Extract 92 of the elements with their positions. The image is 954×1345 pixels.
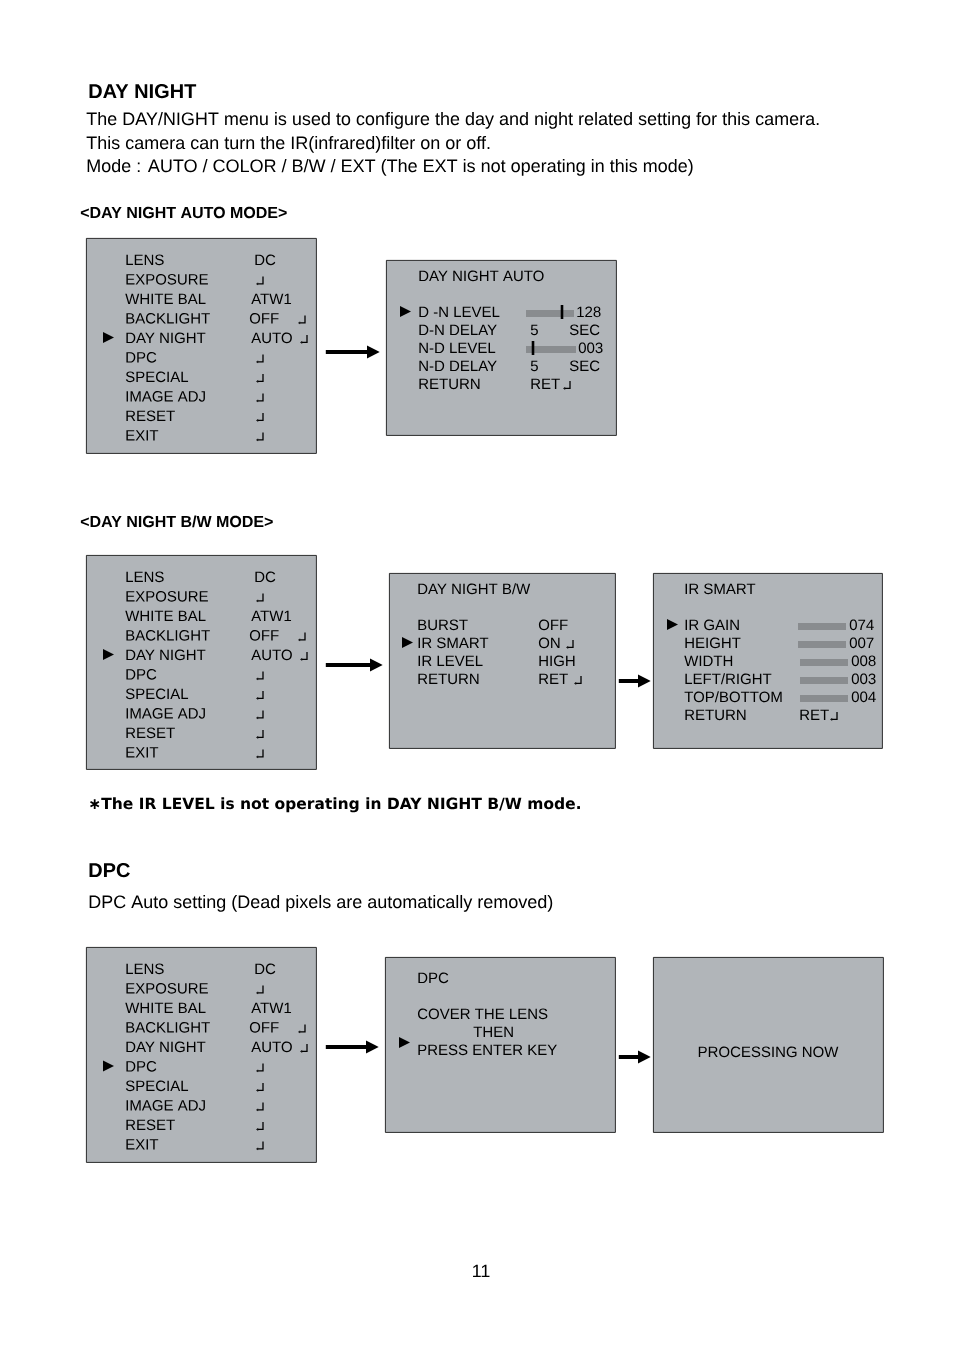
- menu-text: COVER THE LENS: [417, 1008, 548, 1020]
- menu-text: EXPOSURE: [126, 591, 208, 602]
- menu-text: RET: [539, 673, 568, 684]
- menu-text: TOP/BOTTOM: [684, 691, 782, 703]
- menu-text: 074: [849, 619, 874, 631]
- menu-text: EXIT: [126, 1139, 159, 1150]
- menu-text: RETURN: [685, 709, 746, 721]
- menu-text: LEFT/RIGHT: [685, 673, 772, 685]
- menu-text: RET: [800, 709, 829, 720]
- menu-text: DAY NIGHT: [126, 1041, 206, 1053]
- menu-text: EXPOSURE: [126, 983, 208, 994]
- menu-text: 128: [577, 306, 601, 318]
- menu-text: D -N LEVEL: [419, 306, 500, 317]
- menu-text: EXIT: [126, 430, 159, 441]
- body-text: The DAY/NIGHT menu is used to configure the day and night related setting for this camera.: [86, 111, 819, 129]
- menu-text: BACKLIGHT: [126, 1022, 210, 1033]
- menu-text: SPECIAL: [125, 1080, 189, 1092]
- menu-text: OFF: [249, 313, 279, 324]
- menu-text: DPC: [126, 669, 157, 680]
- menu-text: RESET: [126, 410, 175, 422]
- menu-text: AUTO: [251, 1041, 292, 1053]
- menu-text: RESET: [126, 1119, 175, 1131]
- menu-text: DAY NIGHT: [126, 649, 206, 661]
- menu-text: SEC: [569, 360, 600, 372]
- menu-text: IR LEVEL: [418, 655, 483, 666]
- menu-text: WIDTH: [684, 655, 733, 666]
- menu-text: 003: [851, 673, 876, 685]
- menu-text: DC: [255, 571, 276, 583]
- menu-text: 007: [849, 637, 874, 649]
- menu-text: BACKLIGHT: [126, 313, 210, 324]
- body-text: Mode : AUTO / COLOR / B/W / EXT (The EXT is not operating in this mode): [87, 158, 693, 176]
- menu-text: IMAGE ADJ: [126, 391, 205, 402]
- menu-text: DAY NIGHT: [126, 332, 206, 344]
- menu-text: LENS: [126, 963, 164, 975]
- menu-text: THEN: [473, 1026, 513, 1037]
- menu-text: 004: [851, 691, 876, 703]
- menu-text: N-D LEVEL: [419, 342, 496, 353]
- body-text: This camera can turn the IR(infrared)filter on or off.: [86, 135, 490, 153]
- menu-text: RETURN: [419, 378, 480, 390]
- section-heading: <DAY NIGHT AUTO MODE>: [80, 206, 287, 219]
- note-text: ∗The IR LEVEL is not operating in DAY NIGHT B/W mode.: [90, 797, 580, 813]
- menu-text: 5: [530, 324, 538, 336]
- menu-text: IR SMART: [418, 637, 489, 649]
- menu-text: EXPOSURE: [126, 274, 208, 285]
- menu-text: PRESS ENTER KEY: [418, 1044, 557, 1056]
- menu-text: DAY NIGHT B/W: [418, 583, 531, 595]
- menu-text: 003: [578, 342, 603, 354]
- menu-text: BURST: [418, 619, 468, 631]
- menu-text: HIGH: [539, 655, 575, 667]
- menu-text: BACKLIGHT: [126, 630, 210, 641]
- menu-text: DPC: [418, 972, 449, 984]
- menu-text: D-N DELAY: [419, 324, 497, 335]
- menu-text: 008: [851, 655, 876, 667]
- menu-text: N-D DELAY: [419, 360, 497, 371]
- menu-text: LENS: [126, 571, 164, 583]
- menu-text: SPECIAL: [125, 371, 189, 383]
- page-number: 11: [473, 1264, 490, 1277]
- menu-text: RETURN: [418, 673, 479, 685]
- menu-text: DPC: [126, 352, 157, 363]
- menu-text: IR GAIN: [685, 619, 739, 631]
- menu-text: OFF: [538, 619, 568, 631]
- menu-text: DPC: [126, 1061, 157, 1072]
- menu-text: PROCESSING NOW: [698, 1046, 839, 1058]
- heading: DAY NIGHT: [89, 84, 197, 99]
- menu-text: WHITE BAL: [125, 293, 206, 304]
- menu-text: WHITE BAL: [125, 1002, 206, 1013]
- menu-text: SEC: [569, 324, 600, 336]
- menu-text: ON: [538, 637, 560, 649]
- menu-text: LENS: [126, 254, 164, 266]
- menu-text: DC: [255, 254, 276, 266]
- heading: DPC: [89, 863, 130, 878]
- menu-text: ATW1: [251, 610, 292, 621]
- menu-text: OFF: [249, 630, 279, 641]
- section-heading: <DAY NIGHT B/W MODE>: [80, 515, 273, 528]
- menu-text: WHITE BAL: [125, 610, 206, 621]
- menu-text: RESET: [126, 727, 175, 739]
- menu-text: AUTO: [251, 649, 292, 661]
- menu-text: 5: [530, 360, 538, 372]
- menu-text: RET: [531, 378, 560, 389]
- menu-text: IMAGE ADJ: [126, 1100, 205, 1111]
- menu-text: EXIT: [126, 747, 159, 758]
- body-text: DPC Auto setting (Dead pixels are automatically removed): [89, 894, 553, 912]
- menu-text: ATW1: [251, 293, 292, 304]
- menu-text: SPECIAL: [125, 688, 189, 700]
- menu-text: DAY NIGHT AUTO: [419, 270, 544, 282]
- menu-text: DC: [255, 963, 276, 975]
- menu-text: AUTO: [251, 332, 292, 344]
- menu-text: HEIGHT: [685, 637, 741, 649]
- menu-text: IR SMART: [685, 583, 756, 595]
- menu-text: OFF: [249, 1022, 279, 1033]
- menu-text: ATW1: [251, 1002, 292, 1013]
- menu-text: IMAGE ADJ: [126, 708, 205, 719]
